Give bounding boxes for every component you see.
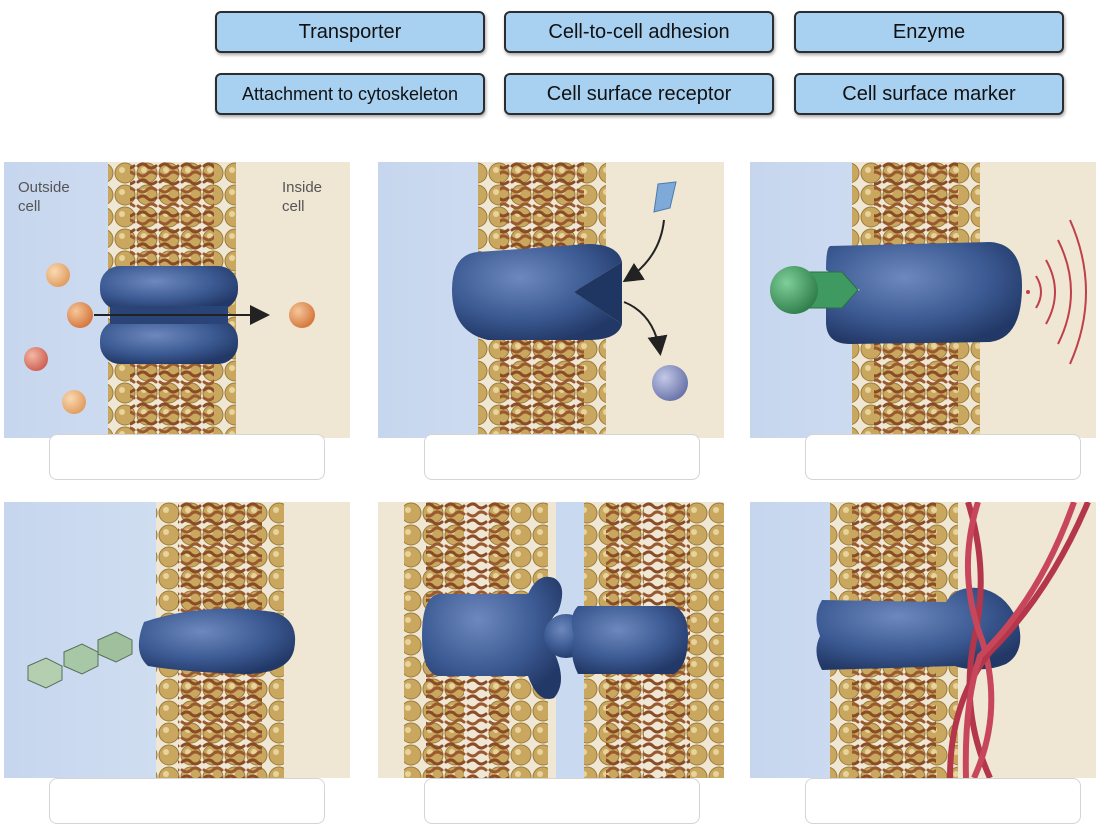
panel-marker-illustration xyxy=(4,502,350,778)
inside-cell-label-line2: cell xyxy=(282,198,305,215)
label-cell-surface-receptor[interactable]: Cell surface receptor xyxy=(504,73,774,115)
label-attachment-to-cytoskeleton[interactable]: Attachment to cytoskeleton xyxy=(215,73,485,115)
label-transporter[interactable]: Transporter xyxy=(215,11,485,53)
panel-receptor-illustration xyxy=(750,162,1096,438)
panel-transporter-illustration: Outside cell Inside cell xyxy=(4,162,350,438)
label-enzyme[interactable]: Enzyme xyxy=(794,11,1064,53)
outside-cell-label-line1: Outside xyxy=(18,179,70,196)
drop-zone-6[interactable] xyxy=(805,778,1081,824)
panel-enzyme-illustration xyxy=(378,162,724,438)
drop-zone-5[interactable] xyxy=(424,778,700,824)
panel-cytoskeleton-illustration xyxy=(750,502,1096,778)
drop-zone-3[interactable] xyxy=(805,434,1081,480)
label-cell-surface-marker[interactable]: Cell surface marker xyxy=(794,73,1064,115)
label-cell-to-cell-adhesion[interactable]: Cell-to-cell adhesion xyxy=(504,11,774,53)
drop-zone-4[interactable] xyxy=(49,778,325,824)
drop-zone-2[interactable] xyxy=(424,434,700,480)
outside-cell-label-line2: cell xyxy=(18,198,41,215)
panel-adhesion-illustration xyxy=(378,502,724,778)
drop-zone-1[interactable] xyxy=(49,434,325,480)
inside-cell-label-line1: Inside xyxy=(282,179,322,196)
